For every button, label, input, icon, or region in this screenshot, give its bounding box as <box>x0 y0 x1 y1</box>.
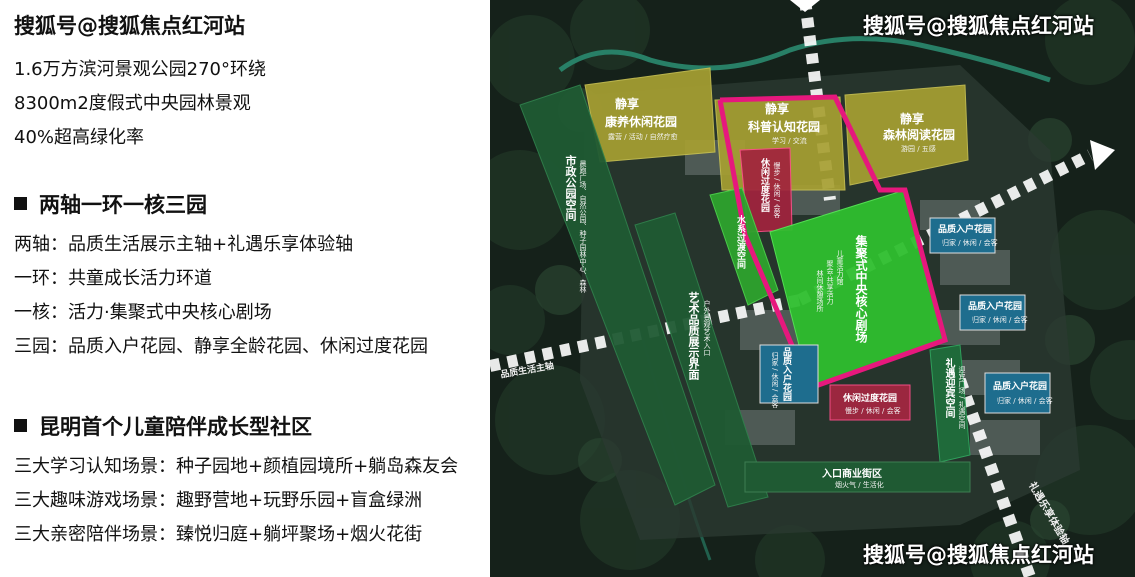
pinzhi-r2-sub: 归家 / 休闲 / 会客 <box>972 316 1028 324</box>
axes-line-1: 两轴：品质生活展示主轴+礼遇乐享体验轴 <box>14 234 354 255</box>
children-line-1: 三大学习认知场景：种子园地+颜植园境所+躺岛森友会 <box>14 456 459 477</box>
yishu-name: 艺术品质展示界面 <box>687 292 700 380</box>
kangshou-sub: 露营 / 活动 / 自然疗愈 <box>608 133 678 141</box>
text-panel: 搜狐号@搜狐焦点红河站 1.6万方滨河景观公园270°环绕 8300m2度假式中… <box>0 0 490 577</box>
pinzhi-left-name: 品质入户花园 <box>781 347 791 401</box>
pinzhi-left-sub: 归家 / 休闲 / 会客 <box>771 352 779 408</box>
watermark-bottom-right: 搜狐号@搜狐焦点红河站 <box>863 543 1094 567</box>
watermark-top-right: 搜狐号@搜狐焦点红河站 <box>863 14 1094 38</box>
pinzhi-r1-sub: 归家 / 休闲 / 会客 <box>942 239 998 247</box>
site-plan: 静享 康养休闲花园 露营 / 活动 / 自然疗愈 静享 科普认知花园 学习 / … <box>490 0 1135 577</box>
kangshou-name: 康养休闲花园 <box>605 115 678 129</box>
xiuxian-bottom-name: 休闲过度花园 <box>843 394 898 404</box>
pinzhi-r3-sub: 归家 / 休闲 / 会客 <box>997 397 1053 405</box>
central-name: 集聚式中央核心剧场 <box>854 235 868 343</box>
axes-line-3: 一核：活力·集聚式中央核心剧场 <box>14 302 272 323</box>
liyu-sub: 迎宾广场 / 礼遇空间 <box>958 366 966 429</box>
shizheng-name: 市政公园空间 <box>564 155 577 221</box>
kangshou-title: 静享 <box>615 97 640 111</box>
entrance-sub: 烟火气 / 生活化 <box>835 481 884 489</box>
pinzhi-r3-name: 品质入户花园 <box>993 382 1048 392</box>
liyu-name: 礼遇迎宾空间 <box>943 358 954 418</box>
intro-line-3: 40%超高绿化率 <box>14 127 145 148</box>
square-bullet-icon <box>14 197 27 210</box>
shizheng-sub: 晨跑广场、自然公园、种子园林中心、森林 <box>579 160 587 293</box>
section-children-heading: 昆明首个儿童陪伴成长型社区 <box>14 411 312 441</box>
section-axes-heading-text: 两轴一环一核三园 <box>39 193 207 217</box>
axes-line-2: 一环：共童成长活力环道 <box>14 268 212 289</box>
section-children-heading-text: 昆明首个儿童陪伴成长型社区 <box>39 415 312 439</box>
senlin-sub: 游园 / 五感 <box>901 145 936 153</box>
section-axes-heading: 两轴一环一核三园 <box>14 189 207 219</box>
square-bullet-icon <box>14 419 27 432</box>
senlin-name: 森林阅读花园 <box>883 128 956 142</box>
children-line-3: 三大亲密陪伴场景：臻悦归庭+躺坪聚场+烟火花街 <box>14 524 423 545</box>
xiuxian-bottom-sub: 慢步 / 休闲 / 会客 <box>845 407 901 415</box>
watermark-top-left: 搜狐号@搜狐焦点红河站 <box>14 14 245 38</box>
intro-line-2: 8300m2度假式中央园林景观 <box>14 93 251 114</box>
site-plan-graphic <box>490 0 1135 577</box>
xiuxian-top-name: 休闲过度花园 <box>759 158 769 212</box>
senlin-title: 静享 <box>900 112 925 126</box>
kepu-title: 静享 <box>765 102 790 116</box>
central-sub1: 儿童活力馆 <box>836 250 844 285</box>
axes-line-4: 三园：品质入户花园、静享全龄花园、休闲过度花园 <box>14 336 428 357</box>
intro-line-1: 1.6万方滨河景观公园270°环绕 <box>14 59 266 80</box>
xiuxian-top-sub: 慢步 / 休闲 / 会客 <box>773 162 781 218</box>
kepu-name: 科普认知花园 <box>748 120 821 134</box>
children-line-2: 三大趣味游戏场景：趣野营地+玩野乐园+盲盒绿洲 <box>14 490 423 511</box>
pinzhi-r1-name: 品质入户花园 <box>938 225 993 235</box>
shuixi-name: 水系过渡空间 <box>735 215 745 269</box>
yishu-sub: 户外景观艺术入口 <box>703 300 711 356</box>
central-sub2: 聚会·共享活力 <box>826 260 834 305</box>
pinzhi-r2-name: 品质入户花园 <box>968 302 1023 312</box>
central-sub3: 林间休憩场所 <box>816 270 824 312</box>
kepu-sub: 学习 / 交流 <box>772 137 807 145</box>
entrance-name: 入口商业街区 <box>822 469 882 480</box>
